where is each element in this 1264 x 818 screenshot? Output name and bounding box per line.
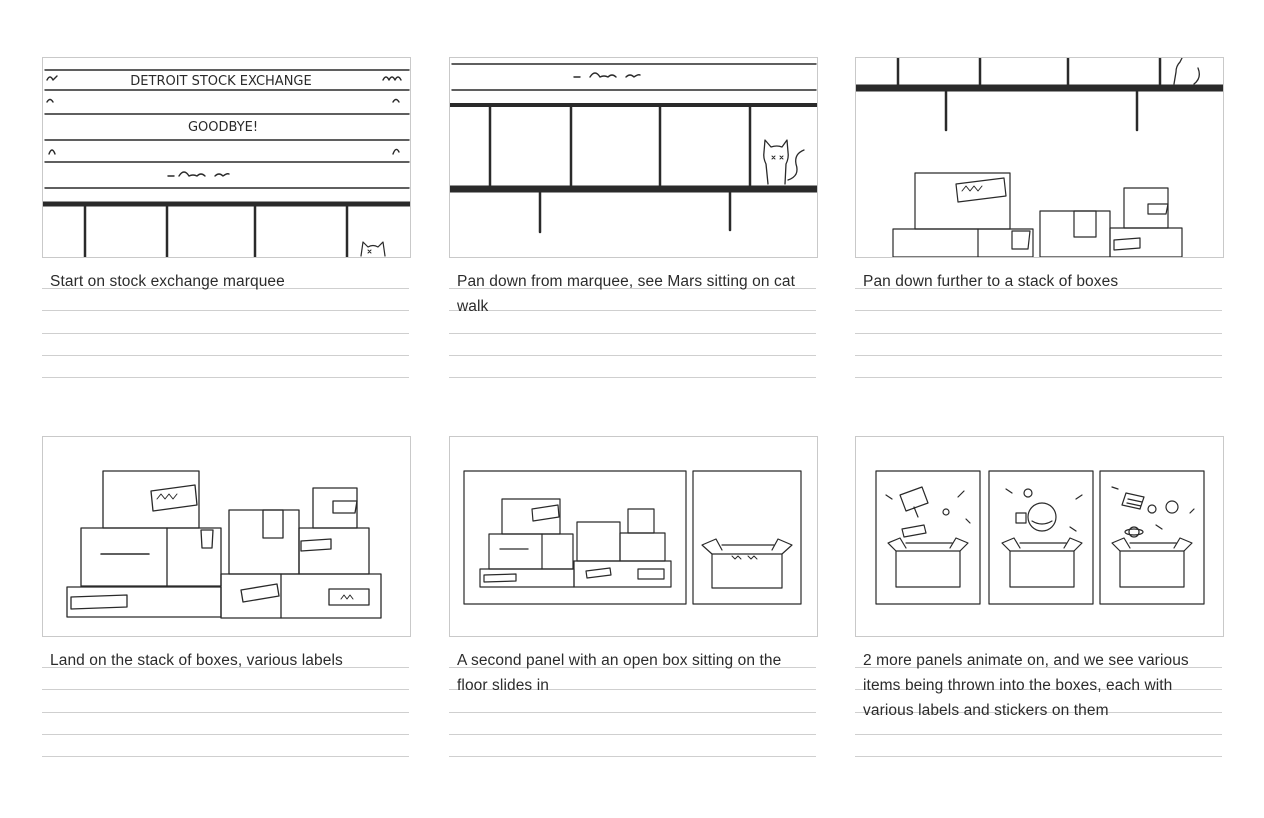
- panel-2-caption: Pan down from marquee, see Mars sitting …: [457, 273, 796, 315]
- panel-4-caption: Land on the stack of boxes, various labe…: [50, 652, 343, 669]
- storyboard-panel-6: [855, 436, 1224, 637]
- storyboard-panel-4: [42, 436, 411, 637]
- notes-panel-6: 2 more panels animate on, and we see var…: [855, 636, 1222, 757]
- notes-panel-1: Start on stock exchange marquee: [42, 257, 409, 378]
- panel-4-sketch: [66, 470, 382, 619]
- panel-1-sketch: DETROIT STOCK EXCHANGE GOODBYE!: [43, 69, 410, 257]
- notes-panel-4: Land on the stack of boxes, various labe…: [42, 636, 409, 757]
- notes-panel-3: Pan down further to a stack of boxes: [855, 257, 1222, 378]
- panel-6-caption: 2 more panels animate on, and we see var…: [863, 652, 1189, 719]
- panel-6-sketch: [875, 470, 1205, 605]
- panel-5-sketch: [463, 470, 802, 605]
- notes-panel-5: A second panel with an open box sitting …: [449, 636, 816, 757]
- storyboard-panel-5: [449, 436, 818, 637]
- panel-5-caption: A second panel with an open box sitting …: [457, 652, 782, 694]
- storyboard-panel-2: [449, 57, 818, 258]
- marquee-line-2: GOODBYE!: [188, 120, 258, 135]
- panel-3-caption: Pan down further to a stack of boxes: [863, 273, 1119, 290]
- panel-3-sketch: [856, 58, 1223, 257]
- storyboard-panel-3: [855, 57, 1224, 258]
- marquee-line-1: DETROIT STOCK EXCHANGE: [130, 74, 311, 89]
- notes-panel-2: Pan down from marquee, see Mars sitting …: [449, 257, 816, 378]
- panel-2-sketch: [450, 63, 817, 234]
- panel-1-caption: Start on stock exchange marquee: [50, 273, 285, 290]
- storyboard-panel-1: DETROIT STOCK EXCHANGE GOODBYE!: [42, 57, 411, 258]
